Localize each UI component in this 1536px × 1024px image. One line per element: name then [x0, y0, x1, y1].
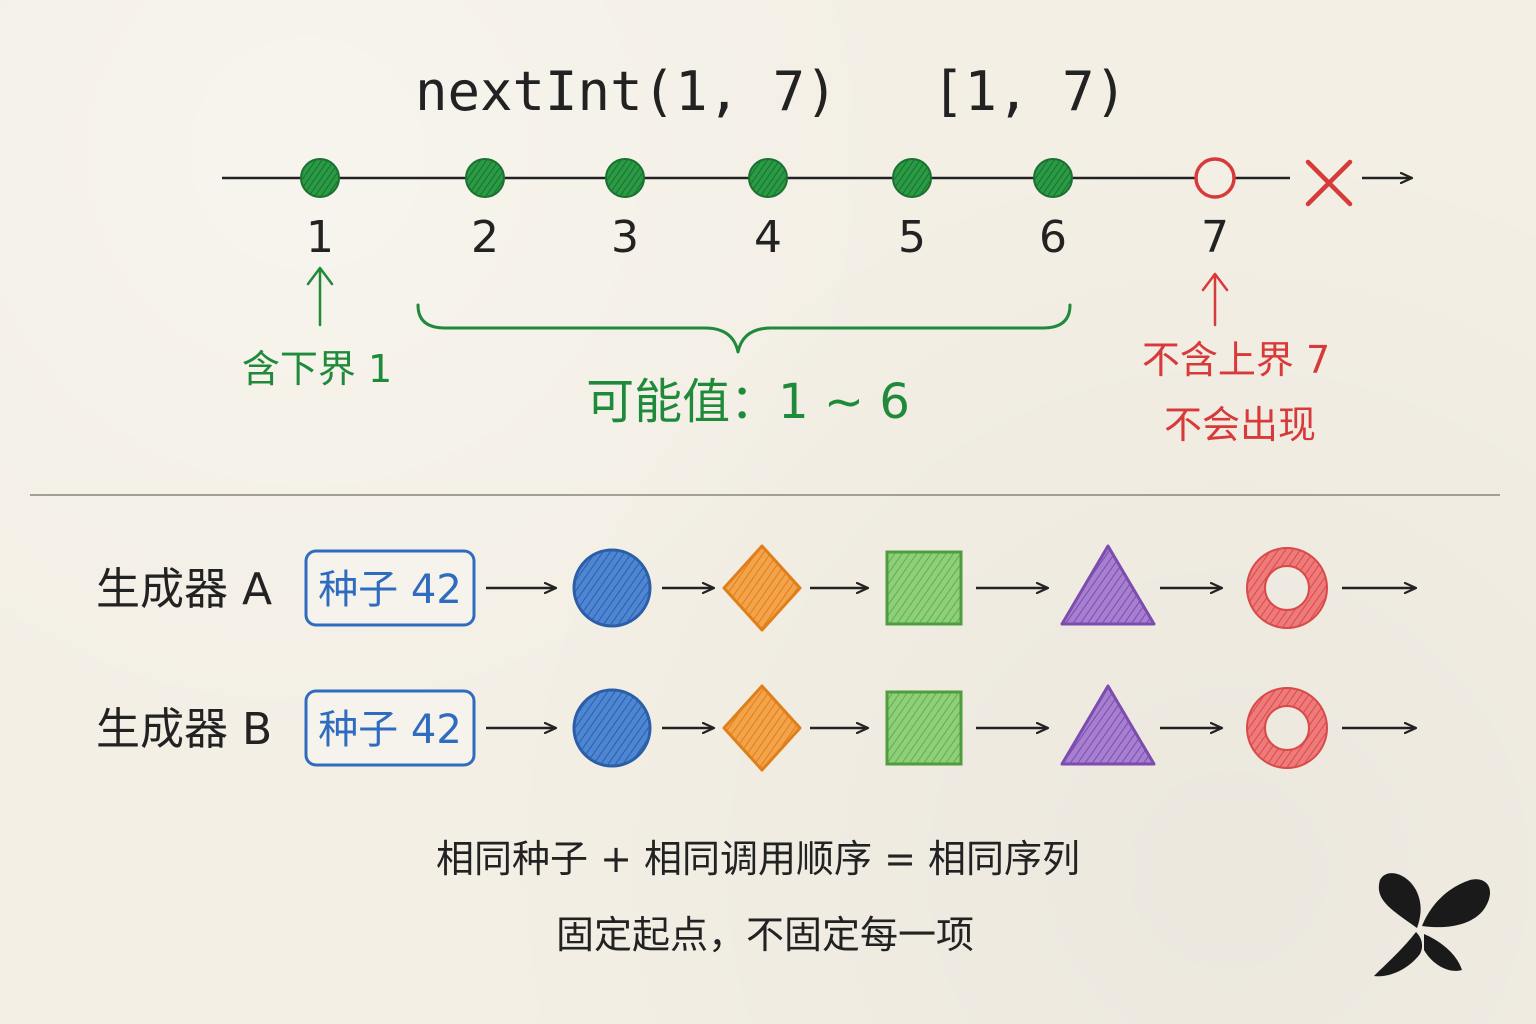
tick-label: 2: [471, 212, 499, 263]
triangle-shape: [1060, 684, 1156, 766]
ring-inner-edge: [1264, 565, 1310, 611]
generator-row-b: 生成器 B 种子 42: [96, 684, 1416, 772]
tick-label: 5: [898, 212, 926, 263]
ring-outer-edge: [1246, 687, 1328, 769]
tick-label: 7: [1201, 212, 1229, 263]
number-point-4: 4: [748, 158, 788, 263]
number-point-3: 3: [605, 158, 645, 263]
tick-label: 4: [754, 212, 782, 263]
number-point-5: 5: [892, 158, 932, 263]
seed-box: [304, 689, 476, 767]
ring-inner-edge: [1264, 705, 1310, 751]
tick-label: 6: [1039, 212, 1067, 263]
included-dot: [465, 158, 505, 198]
footer-line2: 固定起点，不固定每一项: [556, 913, 974, 957]
diamond-shape: [722, 684, 802, 772]
tick-label: 3: [611, 212, 639, 263]
ring-shape: [1247, 548, 1327, 628]
seed-box: [304, 549, 476, 627]
included-dot: [1033, 158, 1073, 198]
generator-name: 生成器 B: [96, 704, 272, 755]
lower-bound-note: 含下界 1: [242, 347, 392, 391]
generator-name: 生成器 A: [96, 564, 272, 615]
lower-bound-arrow: [306, 266, 334, 327]
upper-bound-note-line2: 不会出现: [1164, 403, 1316, 447]
generator-row-a: 生成器 A 种子 42: [96, 544, 1416, 632]
generator-rows: 生成器 A 种子 42 生成器 B 种子 42: [96, 544, 1416, 772]
number-line-points: 1 2 3 4 5 6 7: [300, 157, 1236, 263]
seed-label: 种子 42: [318, 707, 462, 753]
upper-bound-note-line1: 不含上界 7: [1142, 338, 1330, 382]
triangle-shape: [1060, 544, 1156, 626]
included-dot: [748, 158, 788, 198]
ring-shape: [1247, 688, 1327, 768]
range-brace: [416, 303, 1072, 354]
upper-bound-arrow: [1201, 272, 1229, 327]
footer-line1: 相同种子 + 相同调用顺序 = 相同序列: [436, 837, 1080, 881]
tick-label: 1: [306, 212, 334, 263]
number-point-1: 1: [300, 158, 340, 263]
circle-shape: [572, 688, 652, 768]
circle-shape: [572, 548, 652, 628]
range-note: 可能值：1 ~ 6: [586, 374, 910, 430]
seed-label: 种子 42: [318, 567, 462, 613]
butterfly-icon: [1374, 873, 1491, 977]
ring-outer-edge: [1246, 547, 1328, 629]
number-point-7: 7: [1194, 157, 1236, 263]
title-call: nextInt(1, 7): [415, 60, 838, 123]
title-interval: [1, 7): [932, 60, 1127, 123]
included-dot: [605, 158, 645, 198]
square-shape: [885, 550, 963, 626]
square-shape: [885, 690, 963, 766]
included-dot: [300, 158, 340, 198]
included-dot: [892, 158, 932, 198]
number-point-6: 6: [1033, 158, 1073, 263]
diamond-shape: [722, 544, 802, 632]
number-point-2: 2: [465, 158, 505, 263]
excluded-dot: [1194, 157, 1236, 199]
cross-icon: [1305, 159, 1353, 207]
